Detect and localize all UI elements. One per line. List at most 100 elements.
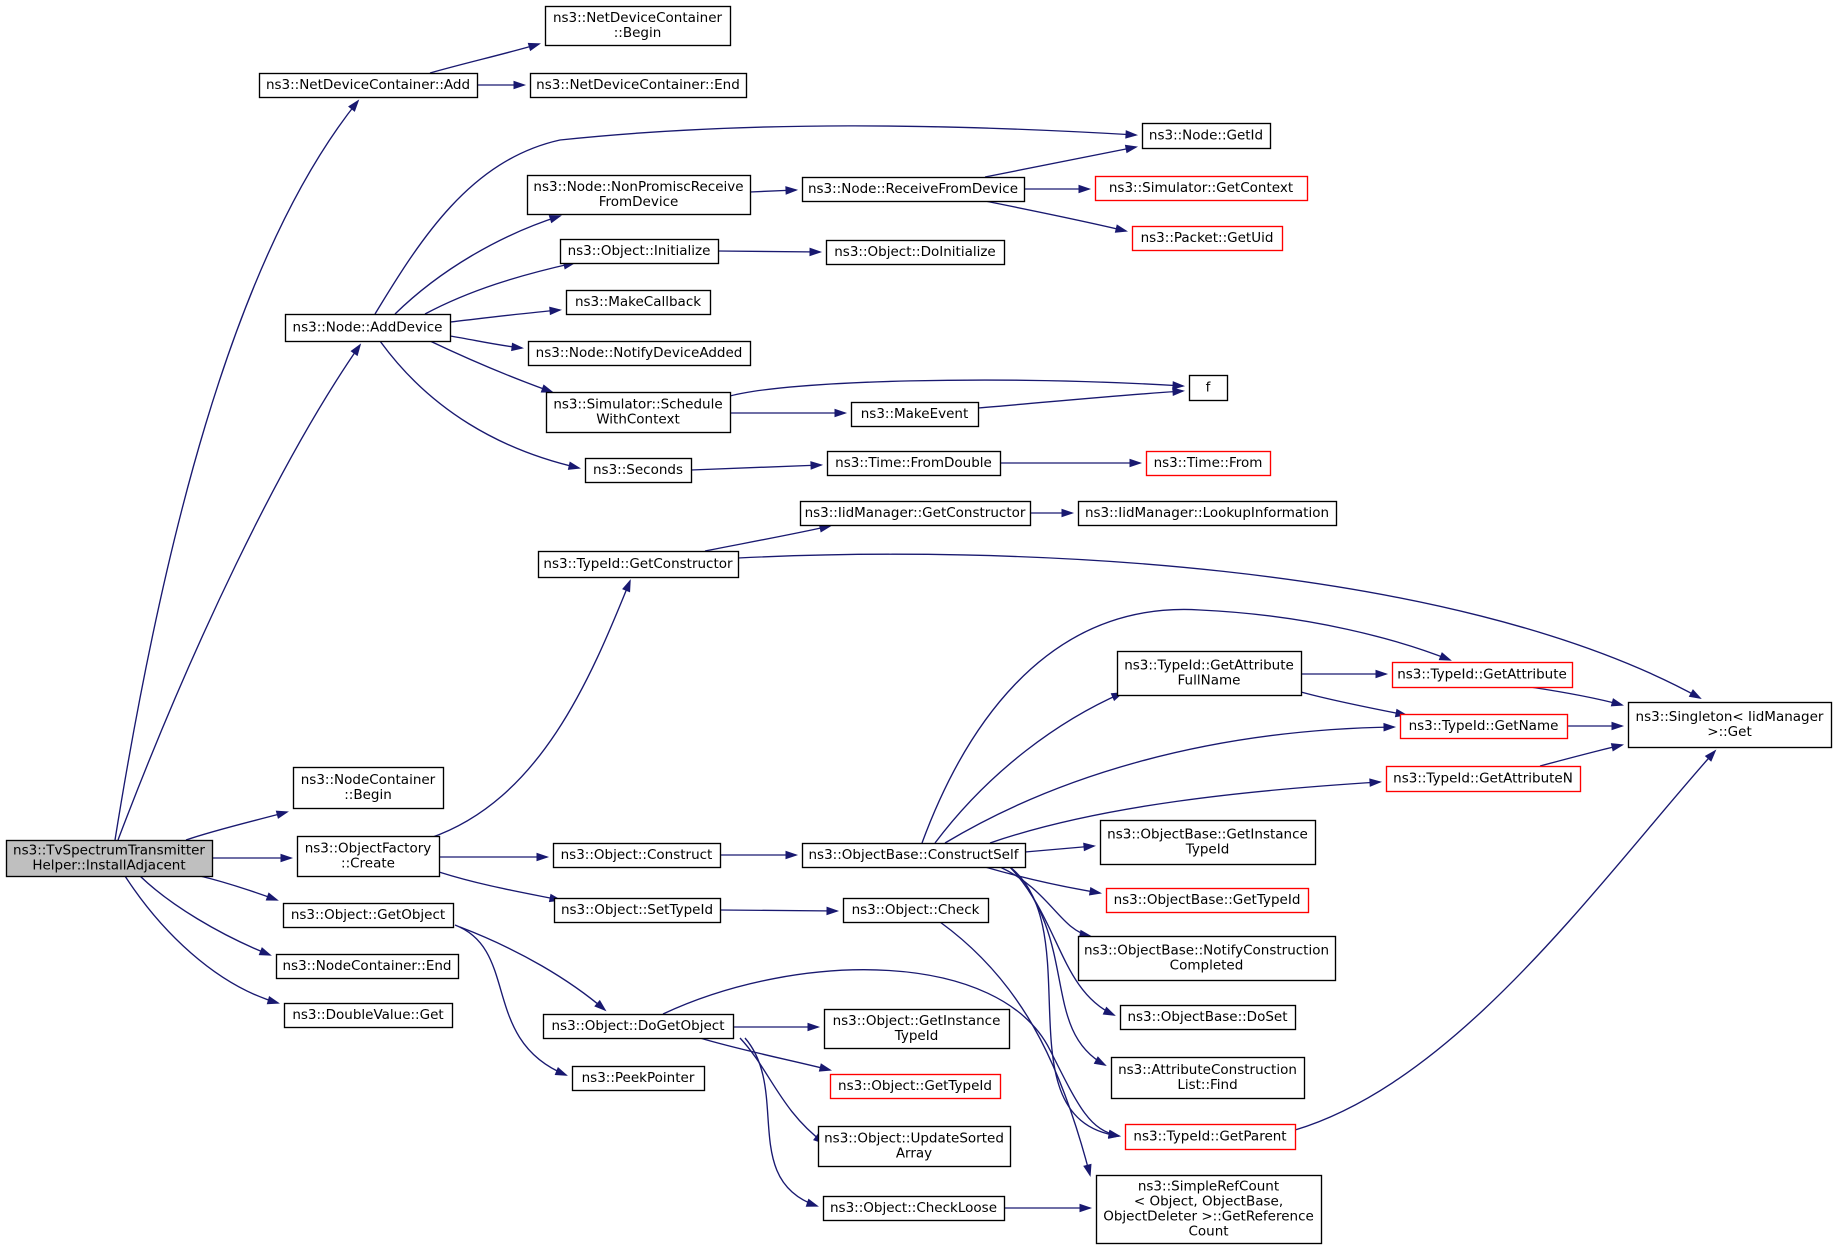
node-obj_check[interactable]: ns3::Object::Check: [842, 897, 990, 924]
node-typeid_getparent[interactable]: ns3::TypeId::GetParent: [1124, 1123, 1297, 1151]
node-peekpointer[interactable]: ns3::PeekPointer: [571, 1065, 706, 1092]
node-seconds[interactable]: ns3::Seconds: [584, 457, 693, 484]
node-iid_getctor[interactable]: ns3::IidManager::GetConstructor: [799, 500, 1032, 527]
node-objfactory_create[interactable]: ns3::ObjectFactory::Create: [296, 835, 441, 878]
node-iid_lookup[interactable]: ns3::IidManager::LookupInformation: [1077, 500, 1338, 527]
node-obj_getobject[interactable]: ns3::Object::GetObject: [282, 902, 455, 929]
node-obj_doinitialize[interactable]: ns3::Object::DoInitialize: [825, 239, 1006, 266]
node-box: [1095, 1174, 1323, 1245]
node-makecallback[interactable]: ns3::MakeCallback: [565, 289, 712, 316]
edge-typeid_getattrfull-to-typeid_getname: [1300, 691, 1407, 716]
arrowhead: [350, 343, 362, 357]
node-makeevent[interactable]: ns3::MakeEvent: [850, 401, 980, 428]
node-box: [1391, 661, 1574, 689]
node-label: ns3::IidManager::LookupInformation: [1085, 505, 1329, 521]
node-obj_dogetobject[interactable]: ns3::Object::DoGetObject: [542, 1013, 735, 1040]
node-obj_checkloose[interactable]: ns3::Object::CheckLoose: [822, 1195, 1006, 1222]
node-nc_end[interactable]: ns3::NodeContainer::End: [275, 953, 460, 980]
arrowhead: [1083, 1163, 1092, 1177]
node-box: [545, 391, 732, 434]
node-ndc_begin[interactable]: ns3::NetDeviceContainer::Begin: [544, 5, 732, 47]
node-box: [801, 842, 1027, 869]
edge-seconds-to-time_fromdouble: [690, 464, 822, 471]
node-typeid_getctor[interactable]: ns3::TypeId::GetConstructor: [537, 550, 740, 579]
node-objbase_doset[interactable]: ns3::ObjectBase::DoSet: [1119, 1004, 1297, 1031]
edge-objfactory_create-to-obj_settypeid: [438, 871, 561, 901]
node-packet_getuid[interactable]: ns3::Packet::GetUid: [1131, 225, 1284, 252]
edge-objbase_constructself-to-objbase_notify: [999, 866, 1091, 937]
node-typeid_getname[interactable]: ns3::TypeId::GetName: [1399, 713, 1569, 740]
node-node_getid[interactable]: ns3::Node::GetId: [1141, 122, 1272, 150]
node-label: ns3::Object::Check: [852, 902, 980, 918]
node-label: Completed: [1170, 958, 1244, 974]
node-node_notify[interactable]: ns3::Node::NotifyDeviceAdded: [527, 340, 752, 367]
node-obj_settypeid[interactable]: ns3::Object::SetTypeId: [553, 897, 722, 924]
node-label: ns3::ObjectBase::DoSet: [1127, 1009, 1287, 1025]
arrowhead: [1611, 721, 1625, 731]
node-obj_construct[interactable]: ns3::Object::Construct: [552, 842, 722, 869]
node-typeid_getattr[interactable]: ns3::TypeId::GetAttribute: [1391, 661, 1574, 689]
node-label: ns3::Node::NonPromiscReceive: [533, 179, 743, 195]
arrowhead: [1375, 669, 1389, 679]
node-objbase_constructself[interactable]: ns3::ObjectBase::ConstructSelf: [801, 842, 1027, 869]
edge-obj_getobject-to-peekpointer: [454, 924, 567, 1076]
node-label: ns3::SimpleRefCount: [1138, 1179, 1279, 1195]
node-simplerefcount[interactable]: ns3::SimpleRefCount< Object, ObjectBase,…: [1095, 1174, 1323, 1245]
edge-typeid_getattrn-to-singleton_get: [1539, 744, 1623, 767]
edge-objfactory_create-to-typeid_getctor: [429, 580, 631, 839]
node-node_adddevice[interactable]: ns3::Node::AddDevice: [284, 313, 452, 343]
node-label: ns3::TypeId::GetConstructor: [543, 556, 733, 572]
arrowhead: [549, 306, 563, 316]
node-label: ns3::Node::GetId: [1149, 128, 1263, 144]
node-box: [1141, 122, 1272, 150]
node-time_fromdouble[interactable]: ns3::Time::FromDouble: [826, 450, 1002, 477]
node-box: [559, 238, 720, 265]
node-obj_initialize[interactable]: ns3::Object::Initialize: [559, 238, 720, 265]
node-singleton_get[interactable]: ns3::Singleton< IidManager >::Get: [1627, 701, 1833, 749]
node-label: ns3::NetDeviceContainer::End: [536, 77, 740, 93]
node-doublevalue_get[interactable]: ns3::DoubleValue::Get: [283, 1002, 454, 1029]
edge-root-to-obj_getobject: [199, 875, 278, 901]
node-ndc_end[interactable]: ns3::NetDeviceContainer::End: [529, 72, 748, 99]
node-objbase_notify[interactable]: ns3::ObjectBase::NotifyConstructionCompl…: [1077, 935, 1337, 982]
edge-objbase_constructself-to-typeid_getattr: [921, 608, 1451, 844]
node-box: [1188, 374, 1229, 402]
node-label: ns3::TypeId::GetAttribute: [1397, 667, 1567, 683]
arrowhead: [540, 384, 554, 393]
node-obj_gettypeid[interactable]: ns3::Object::GetTypeId: [829, 1073, 1002, 1100]
node-label: TypeId: [1185, 842, 1230, 858]
node-sim_getcontext[interactable]: ns3::Simulator::GetContext: [1094, 175, 1309, 202]
node-box: [283, 1002, 454, 1029]
node-root[interactable]: ns3::TvSpectrumTransmitterHelper::Instal…: [5, 839, 214, 878]
node-label: ns3::TypeId::GetAttributeN: [1393, 771, 1573, 787]
node-typeid_getattrn[interactable]: ns3::TypeId::GetAttributeN: [1385, 765, 1582, 793]
node-label: f: [1206, 380, 1212, 396]
node-box: [799, 500, 1032, 527]
arrowhead: [1124, 144, 1139, 154]
arrowhead: [1688, 689, 1702, 699]
node-nc_begin[interactable]: ns3::NodeContainer::Begin: [292, 766, 445, 810]
node-ndc_add[interactable]: ns3::NetDeviceContainer::Add: [258, 72, 479, 99]
arrowhead: [1704, 749, 1717, 762]
edge-root-to-doublevalue_get: [124, 875, 279, 1004]
node-label: ns3::ObjectFactory: [305, 841, 432, 857]
edge-objbase_constructself-to-typeid_getattrn: [989, 781, 1381, 844]
node-label: Count: [1188, 1224, 1228, 1240]
edge-node_adddevice-to-node_nonpromisc: [394, 215, 561, 315]
node-f[interactable]: f: [1188, 374, 1229, 402]
node-objbase_gettypeid[interactable]: ns3::ObjectBase::GetTypeId: [1105, 887, 1310, 914]
node-node_recv[interactable]: ns3::Node::ReceiveFromDevice: [801, 176, 1026, 203]
arrowhead: [818, 1063, 832, 1072]
arrowhead: [265, 892, 279, 901]
node-time_from[interactable]: ns3::Time::From: [1145, 450, 1272, 477]
arrowhead: [1093, 1056, 1107, 1066]
arrowhead: [1438, 652, 1452, 661]
